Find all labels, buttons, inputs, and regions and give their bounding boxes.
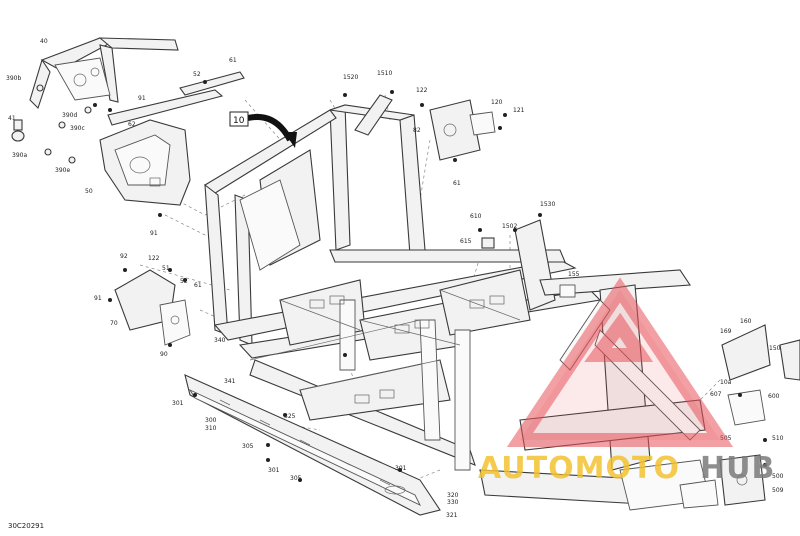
bracket-82 — [429, 99, 496, 161]
label-91b: 91 — [150, 230, 158, 237]
label-122a: 122 — [416, 87, 428, 94]
label-10a: 10a — [720, 379, 732, 386]
label-61c: 61 — [194, 282, 202, 289]
right-guard-panel — [721, 324, 800, 426]
label-121: 121 — [513, 107, 525, 114]
label-305b: 305 — [290, 475, 302, 482]
label-90: 90 — [160, 351, 168, 358]
label-301b: 301 — [268, 467, 280, 474]
label-155: 155 — [568, 271, 580, 278]
label-120: 120 — [491, 99, 503, 106]
label-607: 607 — [710, 391, 722, 398]
label-610: 610 — [470, 213, 482, 220]
document-id: 30C20291 — [8, 522, 45, 530]
label-61b: 61 — [453, 180, 461, 187]
label-340: 340 — [214, 337, 226, 344]
label-390e: 390e — [55, 167, 70, 174]
watermark-logo: AUTOMOTO HUB — [478, 277, 775, 486]
label-52b: 52 — [180, 278, 188, 285]
label-150: 150 — [769, 345, 781, 352]
label-70: 70 — [110, 320, 118, 327]
label-1520: 1520 — [343, 74, 358, 81]
label-61a: 61 — [229, 57, 237, 64]
front-grille-panel — [99, 119, 191, 206]
skid-plate — [184, 374, 441, 516]
front-bumper-tube — [29, 37, 179, 110]
label-91a: 91 — [138, 95, 146, 102]
label-600: 600 — [768, 393, 780, 400]
label-92: 92 — [120, 253, 128, 260]
label-325: 325 — [284, 413, 296, 420]
bracket-610 — [481, 237, 576, 298]
label-160: 160 — [740, 318, 752, 325]
label-320: 320 — [447, 492, 459, 499]
watermark-text-hub: HUB — [700, 451, 775, 486]
label-169: 169 — [720, 328, 732, 335]
label-91c: 91 — [94, 295, 102, 302]
label-52a: 52 — [193, 71, 201, 78]
label-51: 51 — [162, 265, 170, 272]
label-122b: 122 — [148, 255, 160, 262]
label-62a: 62 — [128, 121, 136, 128]
label-1530: 1530 — [540, 201, 555, 208]
label-341: 341 — [224, 378, 236, 385]
upper-cross-tube — [107, 71, 245, 126]
label-1510: 1510 — [377, 70, 392, 77]
label-510: 510 — [772, 435, 784, 442]
label-500: 500 — [772, 473, 784, 480]
label-330: 330 — [447, 499, 459, 506]
label-390b: 390b — [6, 75, 21, 82]
callout-10: 10 — [229, 111, 297, 148]
label-310: 310 — [205, 425, 217, 432]
rear-bracket — [679, 454, 766, 509]
label-301c: 301 — [395, 465, 407, 472]
label-50: 50 — [85, 188, 93, 195]
fasteners — [93, 80, 767, 482]
bracket-70 — [114, 269, 191, 346]
label-390c: 390c — [70, 125, 85, 132]
watermark-text-auto: AUTOMOTO — [478, 451, 680, 486]
label-301a: 301 — [172, 400, 184, 407]
label-390a: 390a — [12, 152, 27, 159]
label-305a: 305 — [242, 443, 254, 450]
label-1502: 1502 — [502, 223, 517, 230]
label-82: 82 — [413, 127, 421, 134]
label-300: 300 — [205, 417, 217, 424]
label-390d: 390d — [62, 112, 77, 119]
label-615: 615 — [460, 238, 472, 245]
left-small-parts — [11, 84, 92, 164]
callout-label: 10 — [233, 116, 245, 126]
label-509: 509 — [772, 487, 784, 494]
label-321: 321 — [446, 512, 458, 519]
label-40: 40 — [40, 38, 48, 45]
label-41: 41 — [8, 115, 16, 122]
